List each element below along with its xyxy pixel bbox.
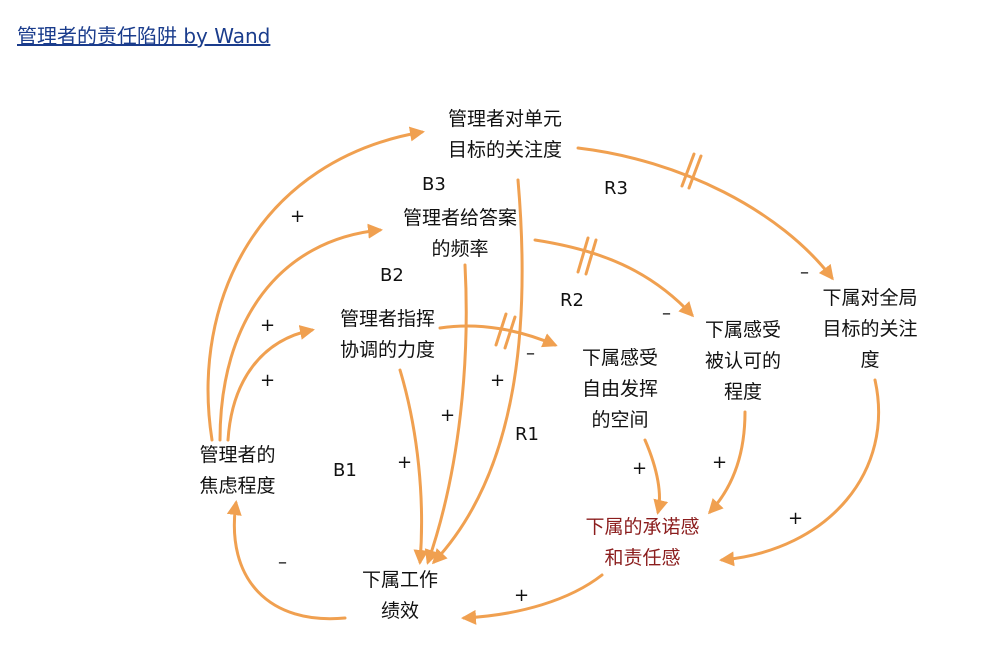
node-coordination-line2: 协调的力度: [339, 339, 435, 361]
node-unit-focus-line2: 目标的关注度: [447, 139, 562, 161]
link-answer-freq-to-performance: [424, 263, 468, 565]
node-freedom-line3: 的空间: [591, 409, 649, 431]
node-unit-focus-line1: 管理者对单元: [447, 108, 562, 130]
polarity-unit-focus-to-performance: +: [490, 370, 506, 391]
node-answer-freq: 管理者给答案 的频率: [380, 203, 540, 265]
loop-label-r3: R3: [604, 178, 628, 199]
node-freedom: 下属感受 自由发挥 的空间: [565, 343, 675, 436]
node-recognition-line1: 下属感受: [704, 319, 781, 341]
node-freedom-line1: 下属感受: [581, 347, 658, 369]
link-unit-focus-to-performance: [431, 178, 524, 565]
link-freedom-to-commitment: [643, 438, 669, 515]
polarity-coordination-to-performance: +: [397, 452, 413, 473]
node-answer-freq-line2: 的频率: [431, 238, 489, 260]
link-unit-focus-to-global-focus: [576, 146, 834, 281]
polarity-anxiety-to-unit-focus: +: [290, 206, 306, 227]
polarity-freedom-to-commitment: +: [632, 458, 648, 479]
node-recognition-line2: 被认可的: [704, 350, 781, 372]
polarity-answer-freq-to-recognition: –: [662, 303, 671, 324]
polarity-coordination-to-freedom: –: [526, 343, 535, 364]
node-global-focus-line3: 度: [860, 349, 880, 371]
link-recognition-to-commitment: [707, 410, 747, 515]
link-performance-to-anxiety: [226, 500, 347, 621]
node-performance: 下属工作 绩效: [340, 565, 460, 627]
loop-label-b3: B3: [422, 174, 446, 195]
node-anxiety-line2: 焦虑程度: [199, 475, 276, 497]
node-performance-line2: 绩效: [380, 600, 419, 622]
node-commitment: 下属的承诺感 和责任感: [565, 512, 720, 574]
polarity-anxiety-to-coordination: +: [260, 370, 276, 391]
link-anxiety-to-unit-focus: [206, 126, 425, 442]
link-anxiety-to-coordination: [226, 325, 315, 442]
node-freedom-line2: 自由发挥: [581, 378, 658, 400]
link-answer-freq-to-recognition: [533, 238, 695, 318]
node-global-focus: 下属对全局 目标的关注 度: [800, 283, 940, 376]
polarity-unit-focus-to-global-focus: –: [800, 262, 809, 283]
node-commitment-line1: 下属的承诺感: [585, 516, 700, 538]
node-unit-focus: 管理者对单元 目标的关注度: [425, 104, 585, 166]
link-anxiety-to-answer-freq: [218, 223, 383, 442]
node-anxiety: 管理者的 焦虑程度: [180, 440, 295, 502]
loop-label-b2: B2: [380, 265, 404, 286]
link-coordination-to-performance: [398, 368, 429, 565]
node-performance-line1: 下属工作: [361, 569, 438, 591]
delay-marks: [494, 152, 703, 350]
link-coordination-to-freedom: [438, 324, 558, 348]
loop-label-r1: R1: [515, 424, 539, 445]
node-anxiety-line1: 管理者的: [199, 444, 276, 466]
node-answer-freq-line1: 管理者给答案: [402, 207, 517, 229]
polarity-anxiety-to-answer-freq: +: [260, 315, 276, 336]
polarity-recognition-to-commitment: +: [712, 452, 728, 473]
polarity-answer-freq-to-performance: +: [440, 405, 456, 426]
node-global-focus-line1: 下属对全局: [822, 287, 918, 309]
node-global-focus-line2: 目标的关注: [822, 318, 918, 340]
node-coordination-line1: 管理者指挥: [339, 308, 435, 330]
loop-label-r2: R2: [560, 290, 584, 311]
node-recognition: 下属感受 被认可的 程度: [688, 315, 798, 408]
link-commitment-to-performance: [461, 573, 604, 625]
node-coordination: 管理者指挥 协调的力度: [320, 304, 455, 366]
polarity-performance-to-anxiety: –: [278, 552, 287, 573]
node-recognition-line3: 程度: [723, 381, 762, 403]
polarity-global-focus-to-commitment: +: [788, 508, 804, 529]
polarity-commitment-to-performance: +: [514, 585, 530, 606]
link-global-focus-to-commitment: [719, 378, 881, 567]
diagram-title[interactable]: 管理者的责任陷阱 by Wand: [17, 24, 271, 48]
loop-label-b1: B1: [333, 460, 357, 481]
node-commitment-line2: 和责任感: [604, 547, 681, 569]
